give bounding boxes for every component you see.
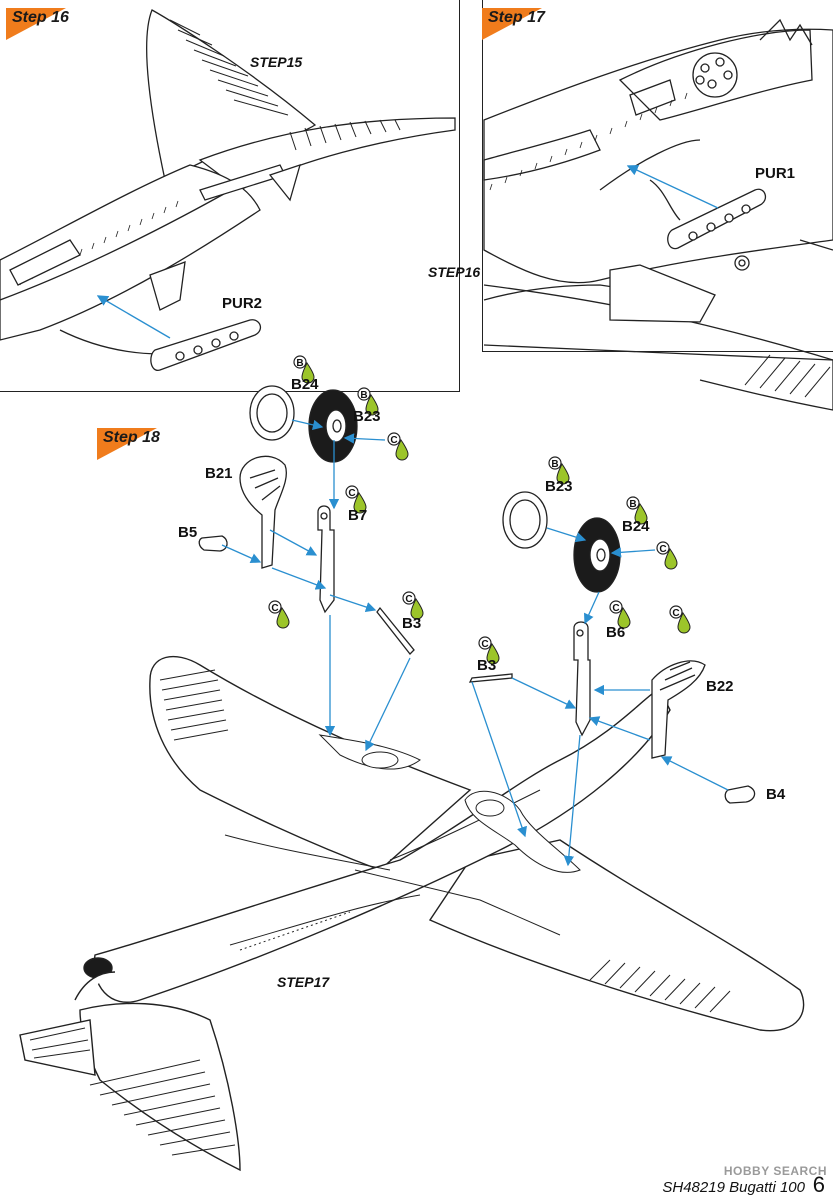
svg-text:C: C bbox=[271, 603, 278, 614]
svg-text:C: C bbox=[481, 639, 488, 650]
right-fairing-b4 bbox=[724, 785, 756, 804]
svg-text:B: B bbox=[551, 459, 558, 470]
step17-tag-flag bbox=[482, 8, 542, 40]
label-right-fairing: B4 bbox=[766, 786, 786, 803]
left-strut-b3 bbox=[376, 606, 415, 655]
label-right-leg: B6 bbox=[606, 624, 625, 641]
step16-tag-flag bbox=[6, 8, 66, 40]
label-left-wheel: B23 bbox=[353, 408, 381, 425]
step17-aircraft-cockpit-view bbox=[483, 18, 833, 411]
glue-drop-c-left-door: C bbox=[268, 600, 290, 629]
label-left-fairing: B5 bbox=[178, 524, 197, 541]
step16-aircraft-tail-view bbox=[0, 9, 456, 355]
step18-tag-flag bbox=[97, 428, 157, 460]
svg-text:C: C bbox=[405, 594, 412, 605]
glue-drop-c-right-leg: C bbox=[609, 600, 631, 629]
left-door-b21 bbox=[239, 455, 287, 569]
svg-text:C: C bbox=[672, 608, 679, 619]
glue-drop-b-left-wheel: B bbox=[357, 387, 379, 416]
step17-panel bbox=[482, 0, 833, 352]
svg-text:C: C bbox=[612, 603, 619, 614]
step16-tag-label: Step 16 bbox=[12, 9, 69, 26]
svg-text:C: C bbox=[390, 435, 397, 446]
glue-drop-b-right-hub: B bbox=[548, 456, 570, 485]
step18-aircraft-underside bbox=[19, 655, 805, 1172]
glue-drop-c-right-wheel: C bbox=[656, 541, 678, 570]
footer-model-name: SH48219 Bugatti 100 bbox=[662, 1179, 805, 1196]
step18-labels: B24 B23 B7 B21 B5 B3 B23 B24 B6 B22 B4 B… bbox=[178, 376, 786, 990]
glue-drop-c-left-leg: C bbox=[345, 485, 367, 514]
label-right-strut: B3 bbox=[477, 657, 496, 674]
svg-text:B: B bbox=[360, 390, 367, 401]
label-right-wheel: B24 bbox=[622, 518, 650, 535]
svg-text:B: B bbox=[296, 358, 303, 369]
svg-text:B: B bbox=[629, 499, 636, 510]
right-door-b22 bbox=[651, 660, 706, 759]
right-leg-b6 bbox=[573, 621, 591, 737]
step17-tag-label: Step 17 bbox=[488, 9, 545, 26]
left-fairing-b5 bbox=[198, 535, 228, 552]
step18-tag-label: Step 18 bbox=[103, 429, 160, 446]
label-left-hub: B24 bbox=[291, 376, 319, 393]
step18-arrows bbox=[221, 419, 729, 867]
step17-ref-label: STEP16 bbox=[428, 264, 480, 280]
right-gear-parts bbox=[468, 491, 756, 804]
left-gear-parts bbox=[198, 385, 415, 655]
step18-ref-label: STEP17 bbox=[277, 974, 330, 990]
glue-drop-c-left-strut: C bbox=[402, 591, 424, 620]
svg-text:C: C bbox=[348, 488, 355, 499]
step16-panel bbox=[0, 0, 460, 392]
glue-drop-b-right-wheel: B bbox=[626, 496, 648, 525]
label-left-door: B21 bbox=[205, 465, 233, 482]
step16-ref-label: STEP15 bbox=[250, 54, 302, 70]
right-strut-b3 bbox=[468, 673, 513, 683]
part-pur1 bbox=[667, 188, 767, 250]
svg-text:C: C bbox=[659, 544, 666, 555]
glue-drop-c-left-wheel: C bbox=[387, 432, 409, 461]
label-left-strut: B3 bbox=[402, 615, 421, 632]
label-right-door: B22 bbox=[706, 678, 734, 695]
pur1-label: PUR1 bbox=[755, 165, 795, 182]
label-right-hub: B23 bbox=[545, 478, 573, 495]
pur1-arrow bbox=[626, 165, 719, 209]
glue-drop-b-left-hub: B bbox=[293, 355, 315, 384]
part-pur2 bbox=[150, 319, 262, 371]
pur2-arrow bbox=[96, 295, 171, 339]
pur2-label: PUR2 bbox=[222, 295, 262, 312]
glue-drop-c-right-door: C bbox=[669, 605, 691, 634]
glue-drop-markers: B B C C C C B bbox=[268, 355, 691, 665]
label-left-leg: B7 bbox=[348, 507, 367, 524]
page-number: 6 bbox=[812, 1172, 825, 1197]
glue-drop-c-right-strut: C bbox=[478, 636, 500, 665]
watermark-text: HOBBY SEARCH bbox=[723, 1164, 827, 1178]
